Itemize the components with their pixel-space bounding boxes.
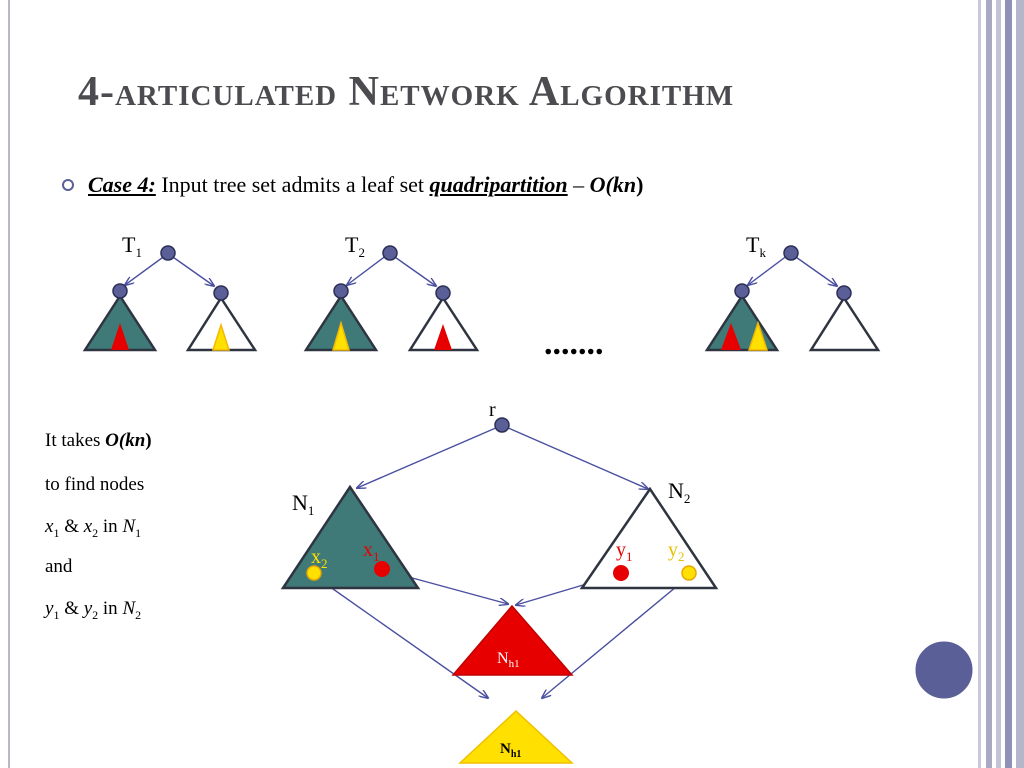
tree-node [112,283,128,299]
tree-edge [125,254,167,285]
tree-t1-label: T1 [122,232,142,260]
red-leaf-triangle [721,323,741,350]
red-leaf-triangle [111,323,129,350]
side-text-line-3: x1 & x2 in N1 [45,516,142,540]
tree-node [333,283,349,299]
right-stripe [978,0,981,768]
case-label: Case 4: [88,172,156,197]
tree-node [836,285,852,301]
right-stripe [986,0,992,768]
network-edge [315,576,488,698]
yellow-leaf-triangle [747,320,769,351]
bullet-dash: – [567,172,590,197]
tree-node [734,283,750,299]
nh1-red-label: Nh1 [497,650,520,670]
nh1-yellow-triangle [458,709,574,764]
tree-node [213,285,229,301]
x1-leaf-node [374,561,390,577]
side-text-line-2: to find nodes [45,474,145,495]
right-stripe [1016,0,1024,768]
tree-t2: T2 [303,232,480,352]
case-bullet: Case 4: Input tree set admits a leaf set… [62,172,643,198]
decorative-circle-icon [912,638,976,702]
x1-label: x1 [363,539,380,564]
red-leaf-triangle [434,324,452,350]
network-diagram: r N1 x2 x1 N2 y1 y2 Nh1 [280,399,719,764]
nh1-yellow-label: Nh1 [500,741,521,760]
root-node [494,417,510,433]
side-text-line-5: y1 & y2 in N2 [45,598,142,622]
tree-edge [169,254,214,286]
tree-node [783,245,799,261]
x2-label: x2 [311,546,328,571]
tree-edge [347,254,388,285]
network-edge [357,426,499,488]
tree-tk-label: Tk [746,232,766,260]
slide-title: 4-articulated Network Algorithm [78,69,735,115]
n1-label: N1 [292,490,314,518]
nh1-red-triangle [451,604,574,676]
network-edge [505,426,648,489]
right-stripe [996,0,1001,768]
tree-tk: Tk [704,232,881,352]
y2-leaf-node [681,565,697,581]
tree-edge [748,254,789,285]
bullet-circle-icon [62,178,74,191]
y1-label: y1 [616,539,633,564]
x2-leaf-node [306,565,322,581]
yellow-leaf-triangle [331,320,351,351]
quadripartition-term: quadripartition [429,172,568,197]
tree-t1: T1 [82,232,258,352]
side-text-line-1: It takes O(kn) [45,430,152,451]
left-border-line [8,0,10,768]
network-edge [542,576,689,698]
side-text-line-4: and [45,556,73,577]
tree-edge [792,254,837,286]
tree-t2-label: T2 [345,232,365,260]
tree-edge [391,254,436,286]
yellow-leaf-triangle [211,322,231,351]
bullet-text: Input tree set admits a leaf set [155,172,430,197]
tree-node [382,245,398,261]
tree-node [435,285,451,301]
tree-node [160,245,176,261]
white-subtree-triangle [808,295,881,352]
y1-leaf-node [613,565,629,581]
root-label: r [489,399,496,421]
teal-subtree-triangle [704,293,780,352]
complexity: O(kn) [589,172,644,197]
n2-label: N2 [668,478,690,506]
n2-triangle [579,486,719,590]
right-stripe [1005,0,1012,768]
ellipsis: ....... [544,325,604,362]
y2-label: y2 [668,539,685,564]
